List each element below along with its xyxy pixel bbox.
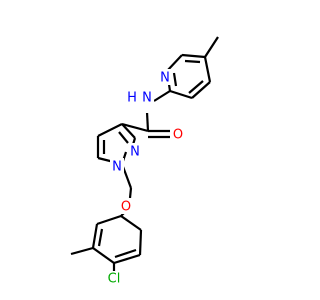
- chemical-structure-diagram: N N H O N N O Cl: [70, 36, 219, 288]
- bond: [203, 56, 212, 83]
- ether-oxygen-label: O: [121, 200, 131, 215]
- atom-labels: N N H O N N O Cl: [103, 69, 186, 288]
- bond: [191, 81, 211, 99]
- bond: [153, 90, 171, 102]
- pyridine-nitrogen-label: N: [160, 71, 170, 86]
- bond: [118, 131, 129, 144]
- pyrazole-n2-label: N: [130, 145, 140, 160]
- bond: [181, 53, 206, 59]
- bond: [113, 253, 141, 265]
- bonds: [70, 36, 219, 271]
- bond: [121, 122, 149, 133]
- bond: [145, 111, 150, 132]
- bond: [184, 59, 201, 64]
- chlorine-label: Cl: [108, 272, 121, 287]
- bond: [70, 246, 94, 256]
- bond: [204, 36, 219, 58]
- bond: [188, 80, 204, 94]
- bond: [97, 228, 104, 247]
- bond: [97, 123, 123, 137]
- bond: [114, 248, 137, 259]
- amide-hydrogen-label: H: [127, 91, 137, 106]
- bond: [138, 229, 143, 256]
- bond: [166, 54, 183, 72]
- bond: [91, 223, 99, 249]
- bond: [169, 89, 193, 100]
- pyrazole-n1-label: N: [112, 160, 122, 175]
- bond: [96, 214, 122, 226]
- bond: [120, 215, 142, 231]
- carbonyl-oxygen-label: O: [173, 128, 183, 143]
- bond: [128, 187, 133, 199]
- bond: [121, 123, 136, 139]
- amide-nitrogen-label: N: [142, 91, 152, 106]
- bond: [92, 247, 115, 264]
- bond: [172, 72, 178, 87]
